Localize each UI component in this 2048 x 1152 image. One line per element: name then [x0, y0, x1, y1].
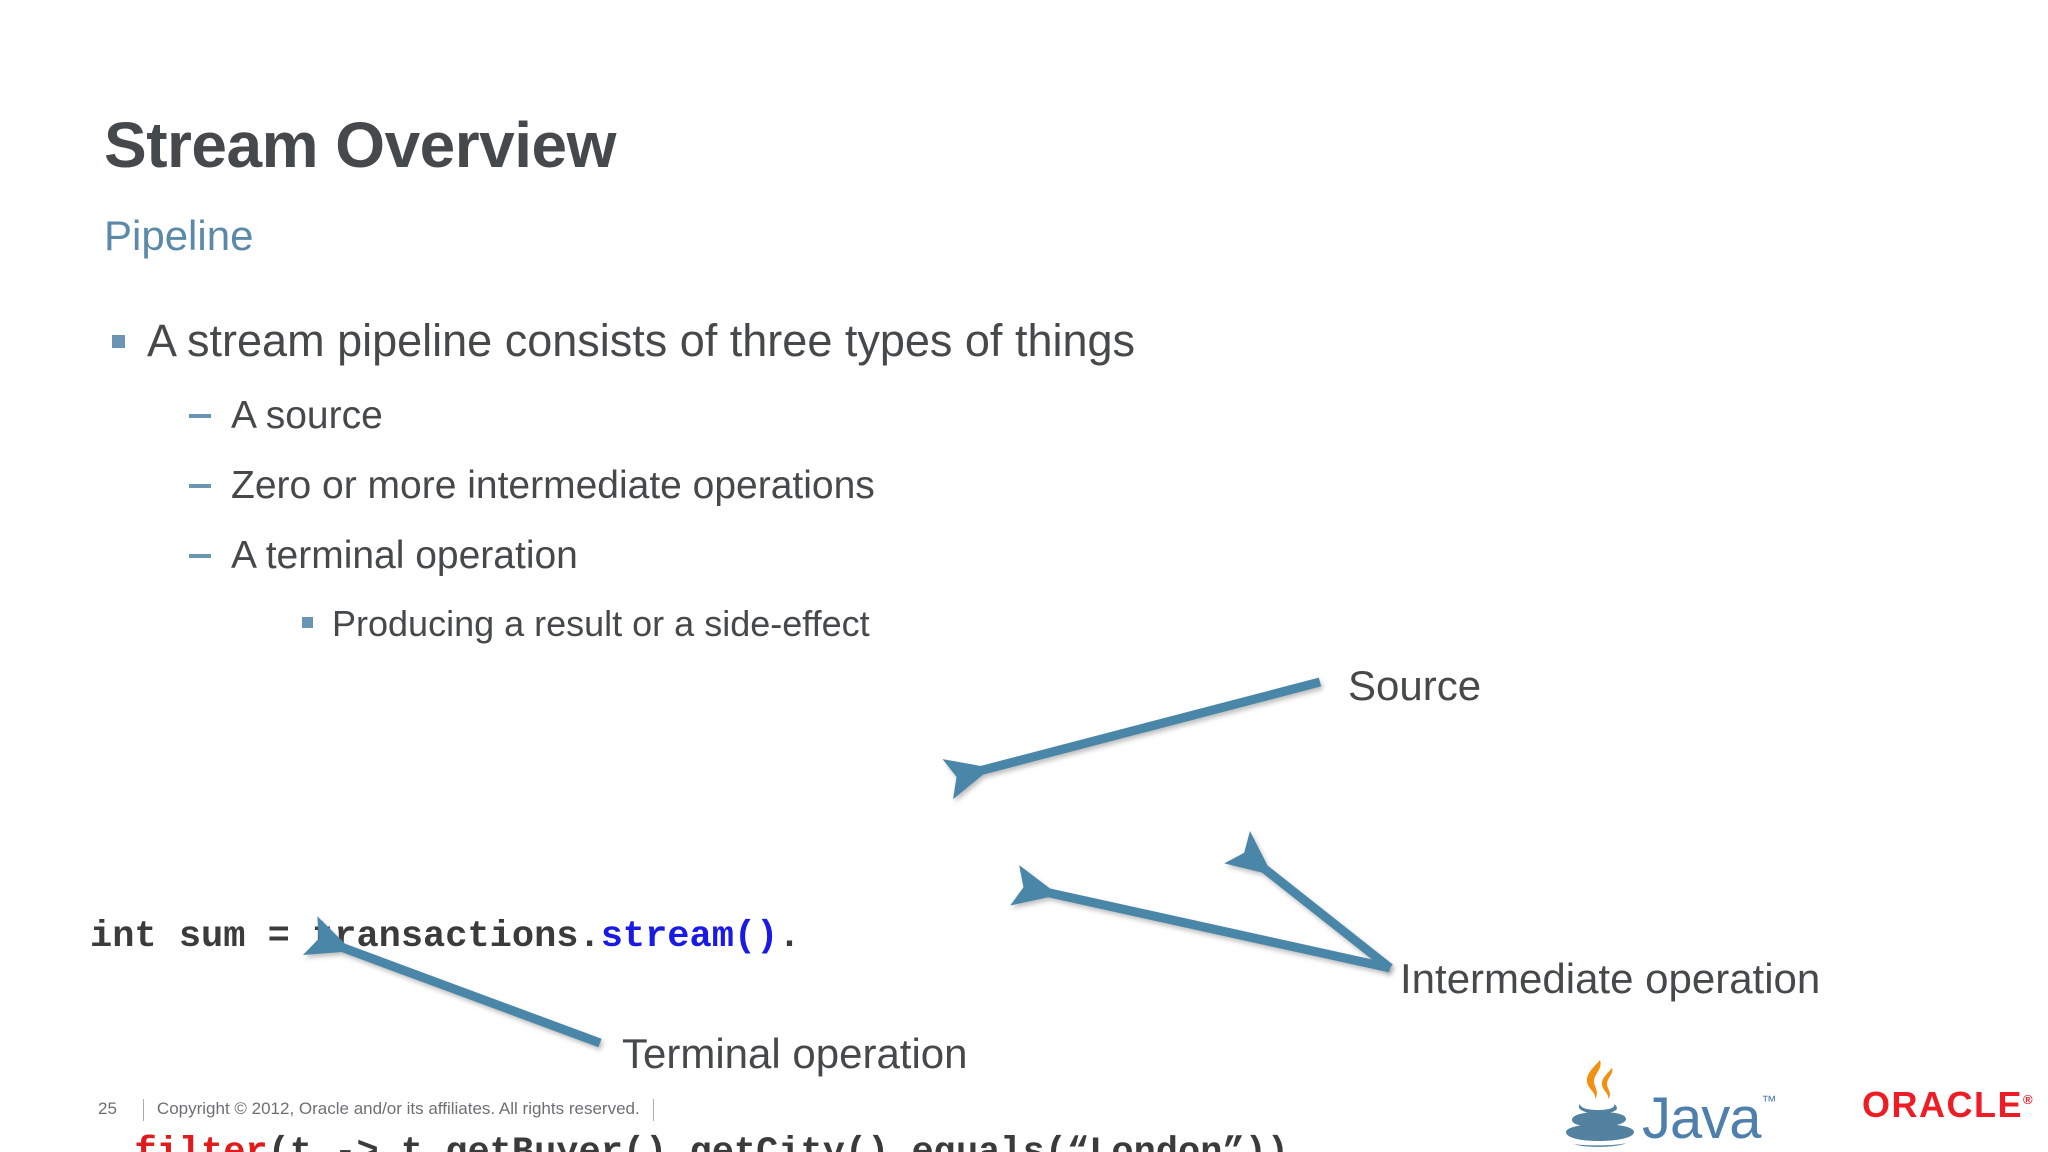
page-subtitle: Pipeline	[104, 212, 254, 259]
code-token: (t -> t.getBuyer().getCity().equals(“Lon…	[268, 1132, 1312, 1152]
list-item: A source	[104, 390, 1604, 442]
java-cup-icon	[1566, 1060, 1634, 1147]
code-token: int sum = transactions.	[90, 916, 601, 958]
list-item-label: Zero or more intermediate operations	[231, 464, 875, 507]
java-logo: Java ™	[1556, 1056, 1777, 1151]
code-line: filter(t -> t.getBuyer().getCity().equal…	[90, 1126, 1311, 1152]
bullet-list: A stream pipeline consists of three type…	[104, 312, 1604, 656]
page-number: 25	[98, 1099, 117, 1118]
list-item: A terminal operation	[104, 530, 1604, 582]
java-trademark-icon: ™	[1761, 1093, 1777, 1110]
code-line: int sum = transactions.stream().	[90, 910, 1311, 964]
list-item: Producing a result or a side-effect	[104, 600, 1604, 648]
list-item-label: Producing a result or a side-effect	[332, 603, 870, 644]
dash-bullet-icon	[189, 414, 211, 418]
oracle-wordmark: ORACLE	[1862, 1084, 2023, 1125]
page-title: Stream Overview	[104, 109, 616, 181]
list-item-label: A terminal operation	[231, 534, 578, 577]
footer: 25 Copyright © 2012, Oracle and/or its a…	[98, 1098, 667, 1121]
square-bullet-icon	[112, 335, 125, 348]
oracle-logo: ORACLE®	[1862, 1084, 2034, 1126]
list-item: A stream pipeline consists of three type…	[104, 312, 1604, 370]
dash-bullet-icon	[189, 484, 211, 488]
code-token-filter: filter	[134, 1132, 267, 1152]
code-block: int sum = transactions.stream(). filter(…	[90, 748, 1311, 1152]
java-wordmark: Java	[1642, 1086, 1762, 1151]
footer-divider	[142, 1099, 144, 1121]
callout-label-intermediate: Intermediate operation	[1400, 955, 1821, 1002]
footer-divider	[652, 1099, 654, 1121]
oracle-registered-icon: ®	[2023, 1092, 2035, 1107]
list-item-label: A source	[231, 394, 383, 437]
copyright-text: Copyright © 2012, Oracle and/or its affi…	[156, 1099, 640, 1118]
callout-label-terminal: Terminal operation	[622, 1030, 968, 1077]
callout-label-source: Source	[1348, 662, 1482, 709]
dash-bullet-icon	[189, 554, 211, 558]
code-token-stream: stream()	[600, 916, 779, 958]
square-bullet-icon	[302, 617, 313, 628]
list-item-label: A stream pipeline consists of three type…	[147, 315, 1136, 366]
list-item: Zero or more intermediate operations	[104, 460, 1604, 512]
code-token: .	[778, 916, 801, 958]
